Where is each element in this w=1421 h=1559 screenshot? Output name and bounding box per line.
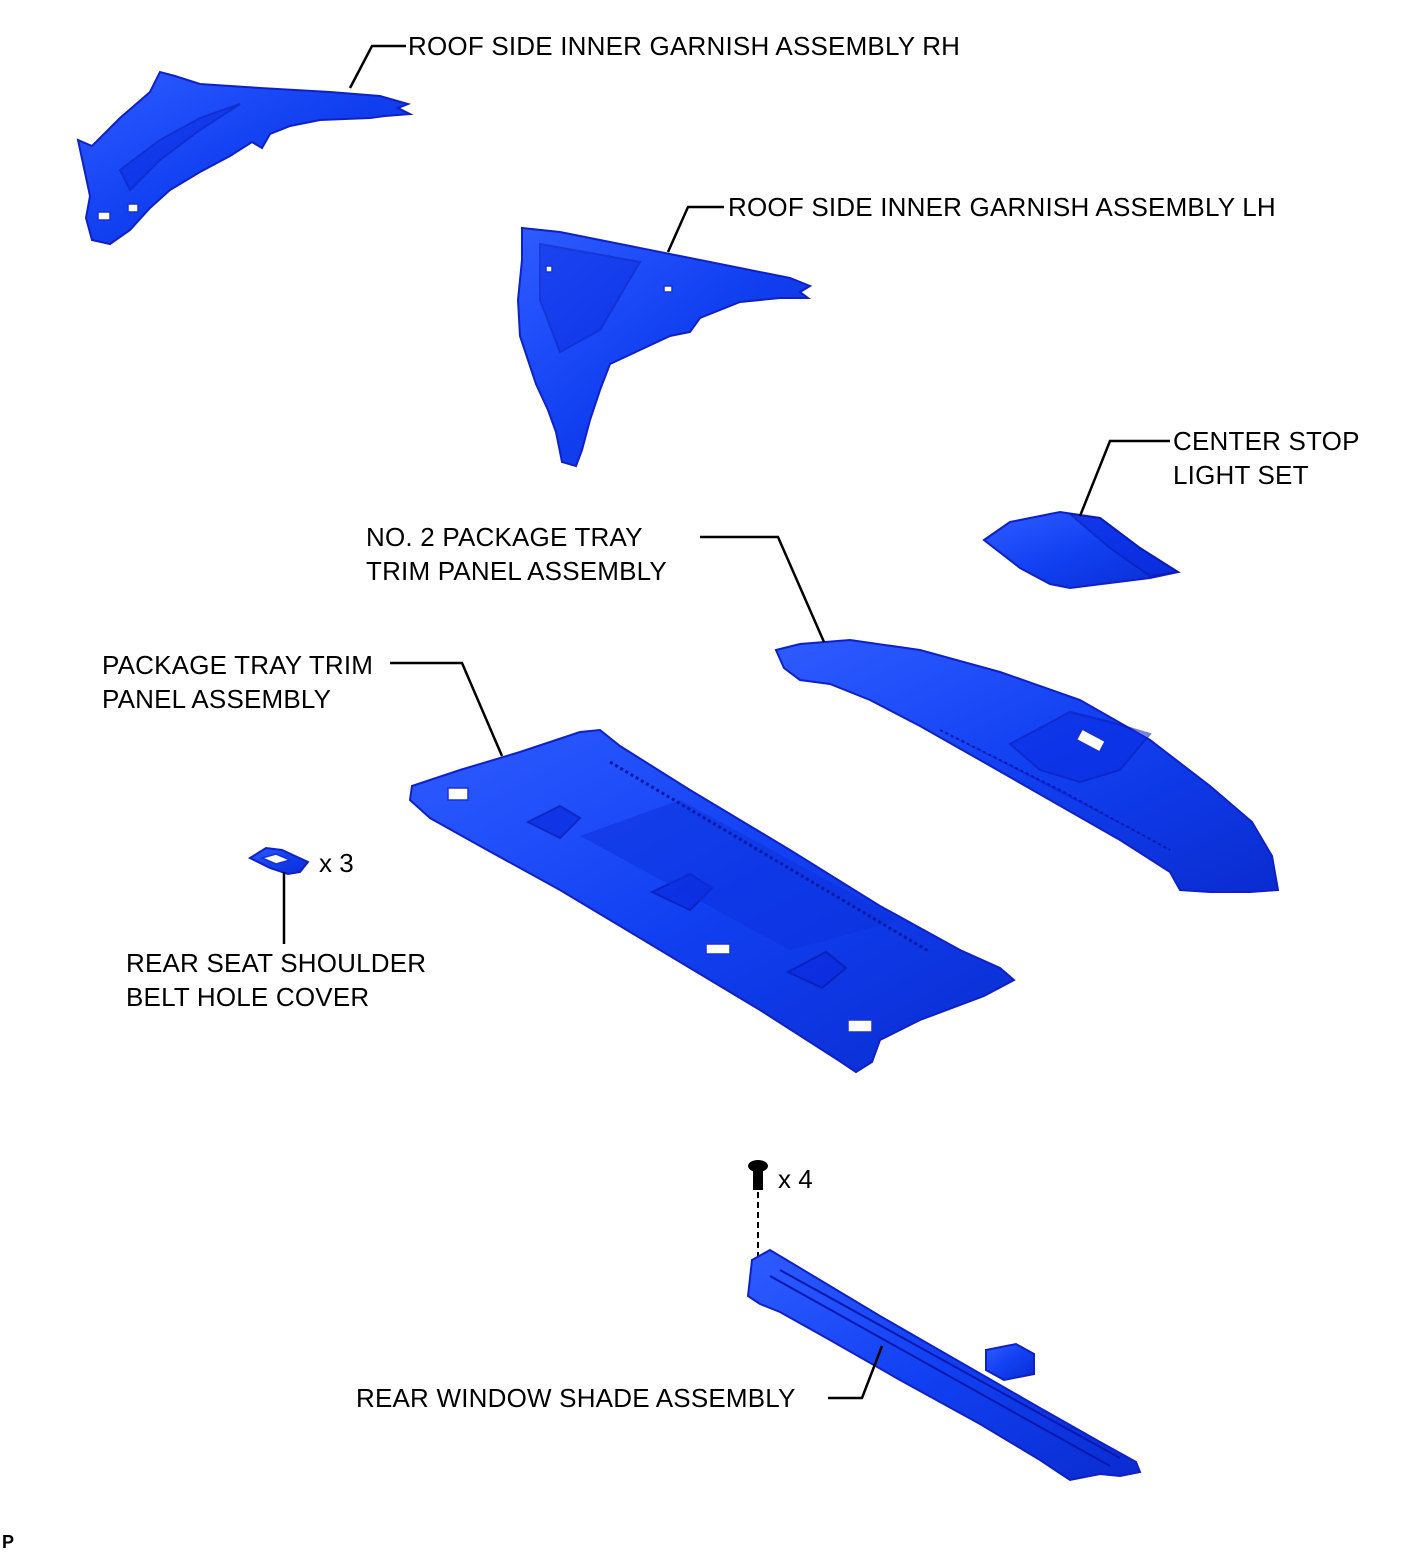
label-roof-side-garnish-lh: ROOF SIDE INNER GARNISH ASSEMBLY LH (728, 192, 1276, 222)
rear-window-shade-part (746, 1248, 1142, 1482)
roof-side-garnish-lh-part (516, 226, 813, 468)
leader-lines (282, 44, 1170, 1400)
label-roof-side-garnish-rh: ROOF SIDE INNER GARNISH ASSEMBLY RH (408, 31, 961, 61)
roof-side-garnish-rh-part (76, 70, 414, 246)
no2-package-tray-part (774, 638, 1280, 893)
bolt-part (748, 1160, 768, 1296)
label-tray-line1: PACKAGE TRAY TRIM (102, 650, 374, 680)
qty-bolt: x 4 (778, 1164, 813, 1194)
label-center-stop-line1: CENTER STOP (1173, 426, 1360, 456)
package-tray-part (408, 728, 1016, 1074)
label-rear-window-shade: REAR WINDOW SHADE ASSEMBLY (356, 1383, 796, 1413)
label-tray-line2: PANEL ASSEMBLY (102, 684, 332, 714)
corner-mark: P (2, 1532, 15, 1552)
label-belt-cover-line2: BELT HOLE COVER (126, 982, 370, 1012)
label-center-stop-line2: LIGHT SET (1173, 460, 1309, 490)
label-no2-tray-line1: NO. 2 PACKAGE TRAY (366, 522, 643, 552)
qty-belt-cover: x 3 (319, 848, 354, 878)
label-no2-tray-line2: TRIM PANEL ASSEMBLY (366, 556, 667, 586)
label-belt-cover-line1: REAR SEAT SHOULDER (126, 948, 427, 978)
center-stop-light-part (982, 510, 1181, 590)
belt-hole-cover-part (247, 846, 310, 876)
